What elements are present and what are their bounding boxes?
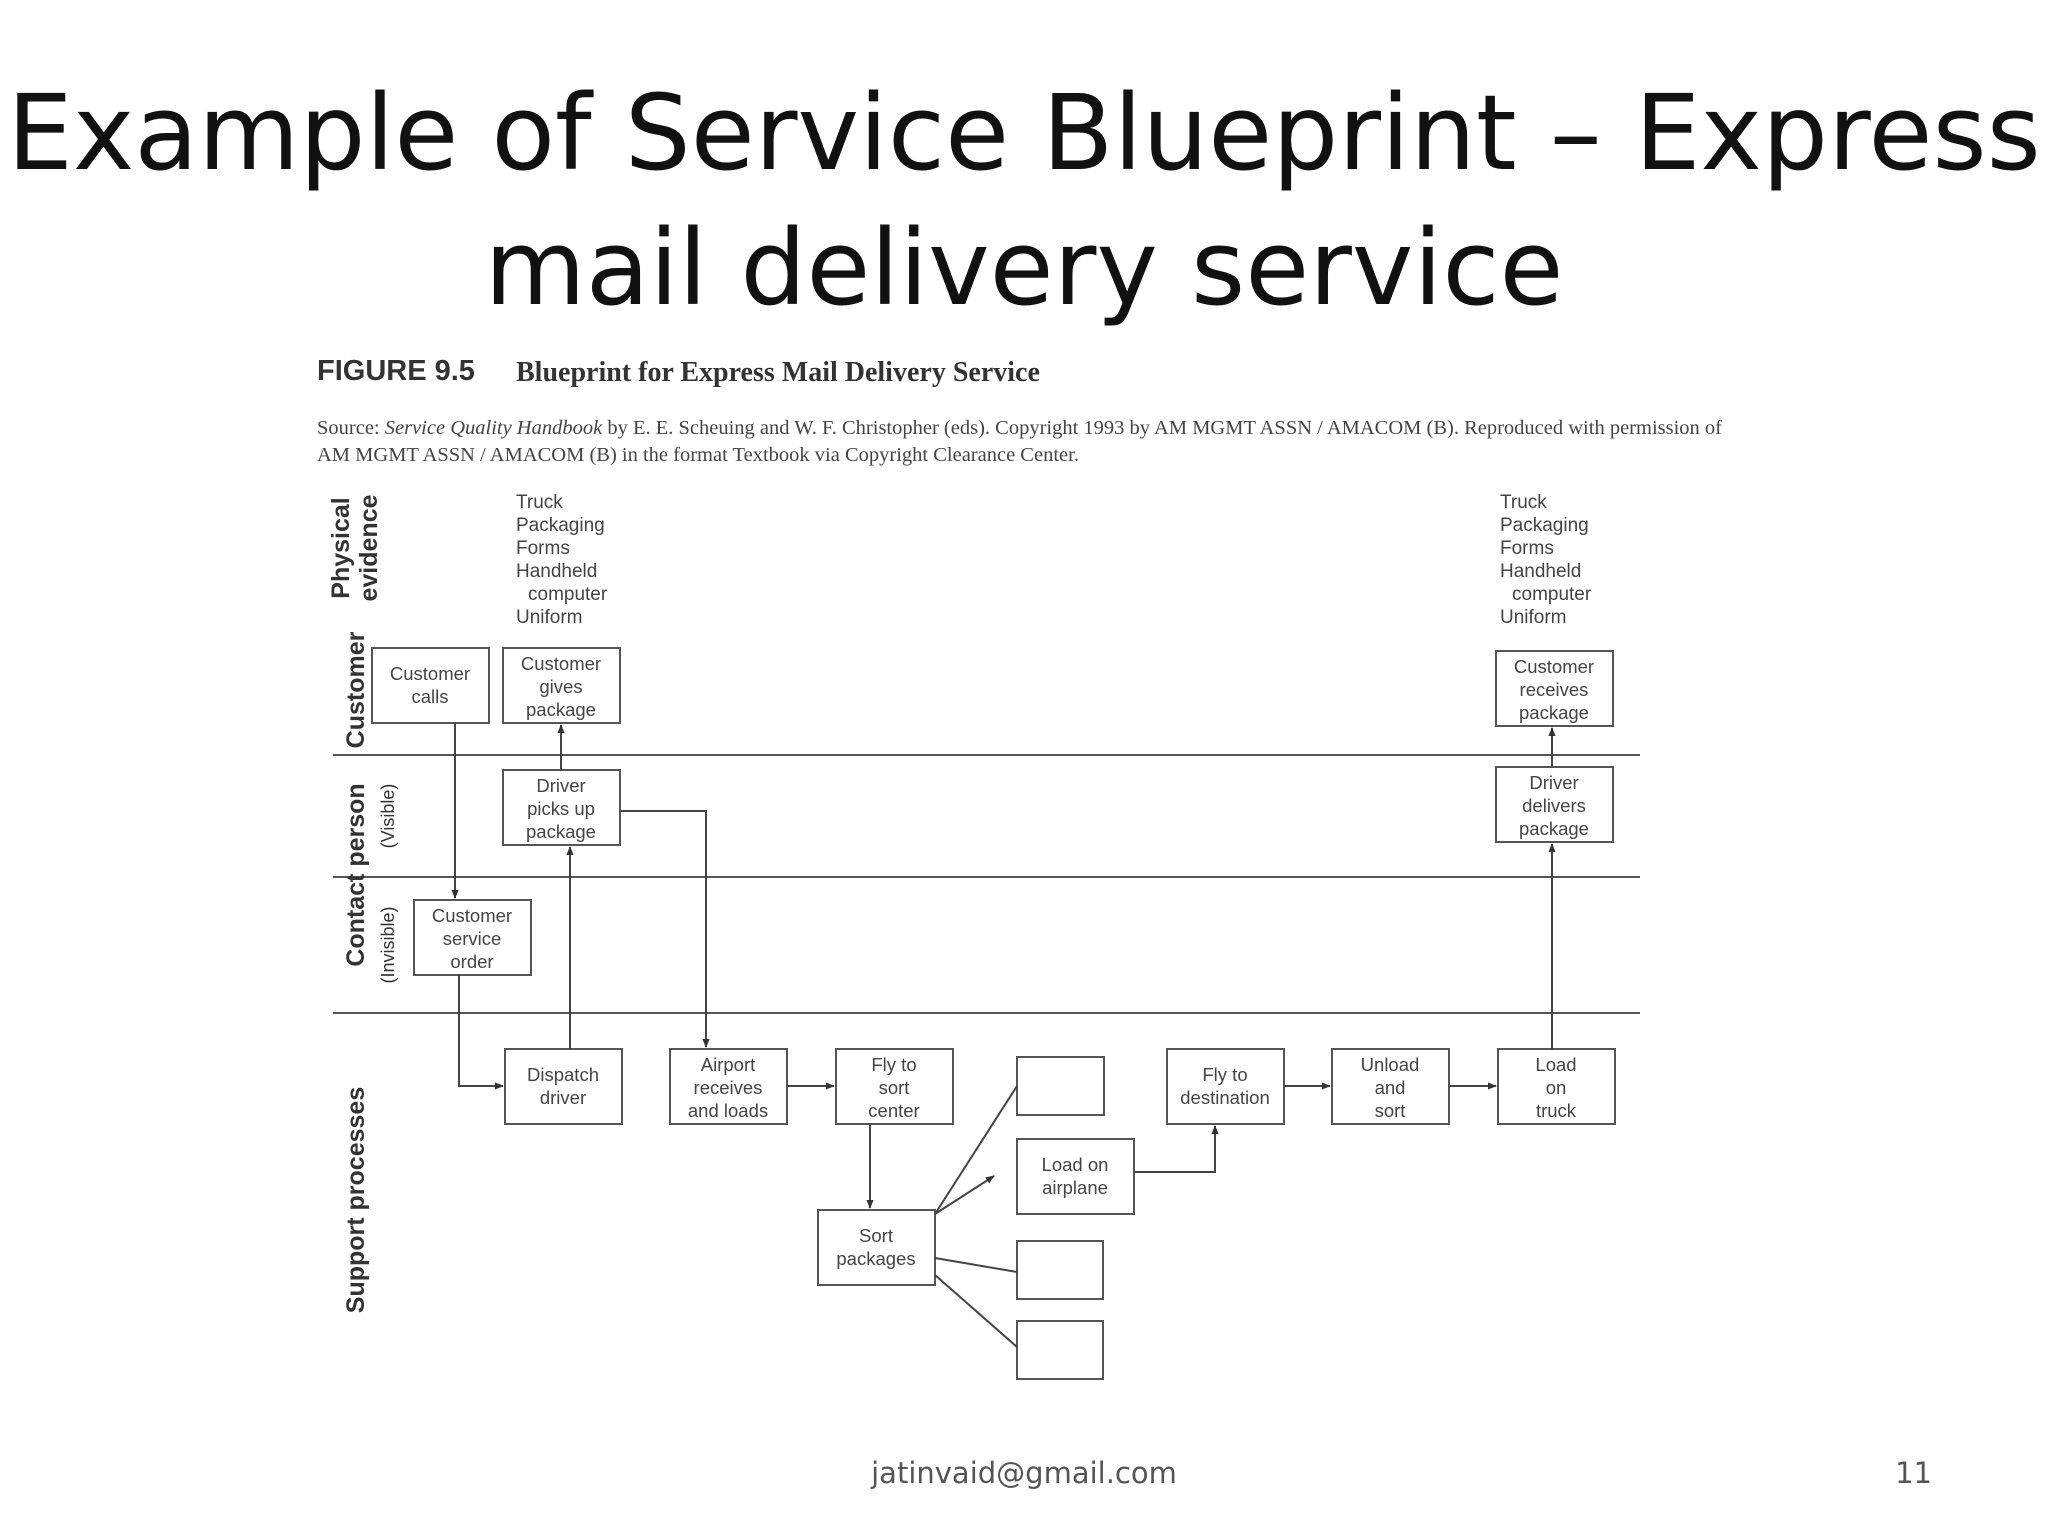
lane-label-physical-line1: Physical	[327, 497, 355, 598]
evidence-left-item: Forms	[516, 538, 570, 559]
line-sort-to-blank-1	[934, 1085, 1018, 1215]
node-label: service	[443, 928, 502, 949]
node-label: sort	[1375, 1100, 1406, 1121]
node-load-truck	[1497, 1048, 1616, 1125]
lane-label-visible: (Visible)	[378, 784, 398, 849]
evidence-left-item: computer	[528, 584, 608, 605]
node-label: sort	[879, 1077, 910, 1098]
node-label: package	[526, 821, 596, 842]
slide-title-line-2: mail delivery service	[484, 207, 1564, 329]
node-label: package	[1519, 818, 1589, 839]
page-number: 11	[1895, 1456, 1932, 1490]
node-customer-calls	[371, 647, 490, 724]
node-label: order	[450, 951, 493, 972]
source-title: Service Quality Handbook	[384, 417, 603, 439]
lane-label-customer: Customer	[342, 631, 370, 748]
node-cs-order	[413, 899, 532, 976]
node-label: package	[1519, 702, 1589, 723]
arrow-load-airplane-to-fly-dest	[1134, 1125, 1219, 1173]
slide-title-line-1: Example of Service Blueprint – Express	[7, 72, 2041, 194]
figure-source: Source: Service Quality Handbook by E. E…	[317, 415, 1757, 469]
node-label: center	[868, 1100, 919, 1121]
node-blank-3	[1016, 1320, 1104, 1380]
node-label: Load on	[1042, 1154, 1109, 1175]
node-label: Sort	[859, 1225, 893, 1246]
node-label: package	[526, 699, 596, 720]
node-label: Driver	[1529, 772, 1578, 793]
node-label: Customer	[432, 905, 512, 926]
lane-label-physical-line2: evidence	[355, 494, 383, 601]
node-load-airplane	[1016, 1138, 1135, 1215]
node-label: delivers	[1522, 795, 1586, 816]
evidence-right-item: Forms	[1500, 538, 1554, 559]
node-label: and loads	[688, 1100, 768, 1121]
slide-title: Example of Service Blueprint – Express m…	[0, 66, 2048, 336]
node-sort-packages	[817, 1209, 936, 1286]
node-label: receives	[694, 1077, 763, 1098]
arrow-sort-to-load-airplane	[934, 1175, 995, 1215]
node-fly-sort	[835, 1048, 954, 1125]
node-label: on	[1546, 1077, 1567, 1098]
line-sort-to-blank-3	[934, 1274, 1018, 1348]
node-label: Driver	[536, 775, 585, 796]
node-label: Fly to	[871, 1054, 916, 1075]
node-label: Fly to	[1202, 1064, 1247, 1085]
node-label: and	[1375, 1077, 1406, 1098]
node-label: picks up	[527, 798, 595, 819]
node-label: Customer	[1514, 656, 1594, 677]
node-label: packages	[836, 1248, 915, 1269]
arrow-order-to-dispatch	[458, 975, 504, 1090]
evidence-right-item: Packaging	[1500, 515, 1589, 536]
lane-label-invisible: (Invisible)	[378, 906, 398, 983]
node-label: gives	[539, 676, 582, 697]
source-prefix: Source:	[317, 417, 385, 439]
node-label: calls	[411, 686, 448, 707]
evidence-right-item: Uniform	[1500, 607, 1567, 628]
evidence-right-item: Truck	[1500, 492, 1547, 513]
lane-label-support: Support processes	[342, 1087, 370, 1313]
node-label: Dispatch	[527, 1064, 599, 1085]
node-blank-2	[1016, 1240, 1104, 1300]
evidence-left-item: Uniform	[516, 607, 583, 628]
node-label: receives	[1520, 679, 1589, 700]
figure-caption: Blueprint for Express Mail Delivery Serv…	[516, 357, 1040, 388]
node-label: airplane	[1042, 1177, 1108, 1198]
evidence-left-item: Handheld	[516, 561, 597, 582]
evidence-left-item: Packaging	[516, 515, 605, 536]
source-rest: by E. E. Scheuing and W. F. Christopher …	[317, 417, 1722, 466]
evidence-right-item: Handheld	[1500, 561, 1581, 582]
evidence-right-item: computer	[1512, 584, 1592, 605]
node-label: driver	[540, 1087, 586, 1108]
node-label: Unload	[1361, 1054, 1420, 1075]
node-label: Customer	[390, 663, 470, 684]
node-customer-gives	[502, 647, 621, 724]
arrow-driver-to-airport	[620, 810, 710, 1048]
node-label: destination	[1180, 1087, 1269, 1108]
node-label: Load	[1535, 1054, 1576, 1075]
node-label: Customer	[521, 653, 601, 674]
footer-email: jatinvaid@gmail.com	[871, 1456, 1177, 1490]
evidence-left-item: Truck	[516, 492, 563, 513]
node-driver-delivers	[1495, 766, 1614, 843]
node-dispatch	[504, 1048, 623, 1125]
node-customer-receives	[1495, 650, 1614, 727]
node-label: Airport	[701, 1054, 756, 1075]
line-sort-to-blank-2	[934, 1257, 1018, 1273]
figure-label: FIGURE 9.5	[317, 355, 475, 387]
lane-label-contact: Contact person	[342, 783, 370, 966]
node-label: truck	[1536, 1100, 1577, 1121]
node-blank-1	[1016, 1056, 1105, 1116]
